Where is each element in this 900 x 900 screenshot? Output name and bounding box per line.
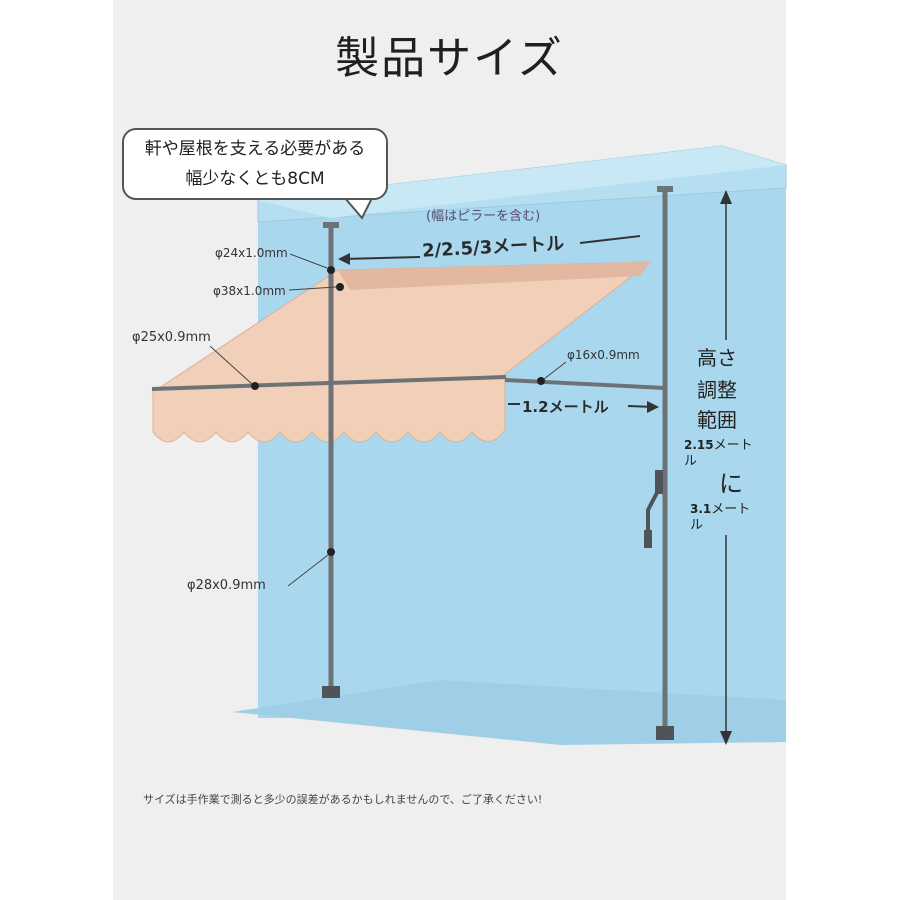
callout-line-1: 軒や屋根を支える必要がある: [144, 139, 366, 159]
height-max-unit-2: ル: [690, 518, 704, 533]
pipe-top-label: φ24x1.0mm: [215, 246, 288, 260]
height-min-unit: メート: [713, 438, 753, 453]
footer-note: サイズは手作業で測ると多少の誤差があるかもしれませんので、ご了承ください!: [143, 793, 543, 806]
leader-line: [543, 361, 567, 380]
height-range-line-1: 高さ: [697, 346, 737, 370]
height-range-connector: に: [719, 470, 743, 498]
leader-line: [288, 286, 337, 291]
depth-dimension-label: 1.2メートル: [522, 398, 609, 416]
callout-bubble: 軒や屋根を支える必要がある 幅少なくとも8CM: [122, 128, 388, 200]
marker-dot: [336, 283, 344, 291]
crank-grip: [644, 530, 652, 548]
ceiling-top-face: [258, 146, 786, 218]
crank-box: [655, 470, 663, 494]
height-min-value: 2.15メート ル: [684, 437, 753, 470]
marker-dot: [251, 382, 259, 390]
height-max-value: 3.1メート ル: [690, 501, 750, 534]
marker-dot: [327, 266, 335, 274]
width-arrow-line: [341, 256, 421, 260]
leader-line: [209, 345, 253, 385]
height-min-number: 2.15: [684, 438, 714, 452]
pipe-pole-label: φ28x0.9mm: [187, 578, 266, 593]
height-max-unit: メート: [711, 502, 751, 517]
support-arm: [504, 378, 666, 390]
pipe-upper-label: φ38x1.0mm: [213, 284, 286, 298]
width-arrow-line-right: [579, 235, 641, 244]
callout-line-2: 幅少なくとも8CM: [185, 169, 325, 189]
width-arrowhead-left: [338, 253, 350, 265]
marker-dot: [327, 548, 335, 556]
left-pole-foot: [322, 686, 340, 698]
depth-arrowhead-right: [647, 401, 659, 413]
height-range-line-3: 範囲: [697, 408, 737, 432]
height-min-unit-2: ル: [684, 454, 698, 469]
width-note: (幅はピラーを含む): [426, 209, 541, 224]
right-pole-top-bracket: [657, 186, 673, 192]
leader-line: [289, 253, 328, 269]
left-pole-top-bracket: [323, 222, 339, 228]
pipe-roller-label: φ25x0.9mm: [132, 330, 211, 345]
pipe-arm-label: φ16x0.9mm: [567, 348, 640, 362]
height-arrowhead-bottom: [720, 731, 732, 745]
leader-line: [287, 554, 329, 587]
height-range-line-2: 調整: [697, 378, 737, 402]
awning-canopy-shade: [338, 262, 650, 290]
right-pole-foot: [656, 726, 674, 740]
marker-dot: [537, 377, 545, 385]
height-arrowhead-top: [720, 190, 732, 204]
floor: [232, 680, 786, 745]
height-max-number: 3.1: [690, 502, 712, 516]
page-title: 製品サイズ: [335, 33, 564, 84]
